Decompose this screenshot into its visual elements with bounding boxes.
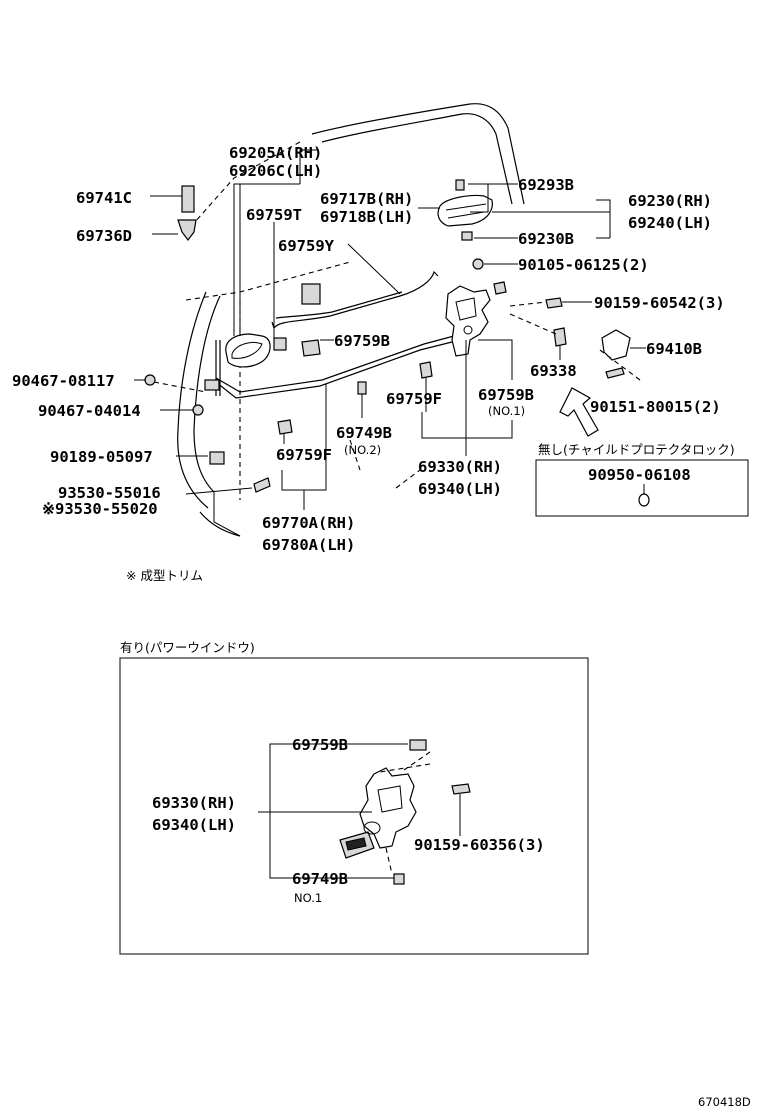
label-69338: 69338 (530, 362, 577, 380)
screw-90151 (605, 367, 625, 379)
label-69293B: 69293B (518, 176, 574, 194)
label-69340LH: 69340(LH) (418, 480, 502, 498)
part-69741C (181, 185, 195, 213)
note-molded-trim: ※ 成型トリム (126, 568, 203, 583)
label-69330RH: 69330(RH) (418, 458, 502, 476)
label-pw-69749B: 69749B (292, 870, 348, 888)
label-pw-69330RH: 69330(RH) (152, 794, 236, 812)
power-window-box: 有り(パワーウインドウ) 69759B 69330(RH) 69340(LH) … (119, 640, 589, 955)
label-pw-90159: 90159-60356(3) (414, 836, 545, 854)
label-90467-08117: 90467-08117 (12, 372, 115, 390)
label-69230RH: 69230(RH) (628, 192, 712, 210)
upper-labels: 69205A(RH) 69206C(LH) 69741C 69736D 6975… (12, 144, 725, 583)
label-93530-55016: 93530-55016 (58, 484, 161, 502)
label-pw-69340LH: 69340(LH) (152, 816, 236, 834)
label-93530-55020: ※93530-55020 (42, 500, 158, 518)
child-protector-box: 無し(チャイルドプロテクタロック) 90950-06108 (535, 442, 749, 517)
label-69749B: 69749B (336, 424, 392, 442)
part-69749B (357, 381, 367, 395)
label-69759B-no1: 69759B (478, 386, 534, 404)
label-69240LH: 69240(LH) (628, 214, 712, 232)
label-69736D: 69736D (76, 227, 132, 245)
label-69759F-lower: 69759F (276, 446, 332, 464)
door-outline (177, 103, 525, 537)
plug-90950 (638, 493, 650, 507)
label-69718B: 69718B(LH) (320, 208, 413, 226)
clip-69759Y (301, 283, 321, 305)
clip-90189 (209, 451, 225, 465)
label-90189: 90189-05097 (50, 448, 153, 466)
label-90151: 90151-80015(2) (590, 398, 721, 416)
label-69717B: 69717B(RH) (320, 190, 413, 208)
label-69410B: 69410B (646, 340, 702, 358)
label-pw-no1: NO.1 (294, 891, 322, 905)
label-69205A: 69205A(RH) (229, 144, 322, 162)
label-69759Y: 69759Y (278, 237, 335, 255)
leader-lines (134, 149, 646, 537)
child-protector-arrow (559, 387, 599, 437)
inside-handle (225, 333, 287, 368)
screw-93530 (253, 477, 271, 493)
label-69759B: 69759B (334, 332, 390, 350)
label-69230B: 69230B (518, 230, 574, 248)
figure-id: 670418D (698, 1095, 751, 1109)
label-pw-69759B: 69759B (292, 736, 348, 754)
label-69759T: 69759T (246, 206, 302, 224)
label-no-child-protector: 無し(チャイルドプロテクタロック) (538, 442, 735, 457)
label-90159-60542: 90159-60542(3) (594, 294, 725, 312)
outside-handle (437, 179, 493, 270)
bolt-90467-04014 (192, 404, 204, 416)
label-69770A: 69770A(RH) (262, 514, 355, 532)
label-with-power-window: 有り(パワーウインドウ) (120, 640, 255, 655)
door-lock (445, 281, 563, 357)
clip-69759F-b (277, 419, 293, 435)
label-69780A: 69780A(LH) (262, 536, 355, 554)
label-no2: (NO.2) (344, 443, 381, 457)
part-69410B (601, 329, 631, 361)
part-69736D (177, 219, 197, 241)
label-no1: (NO.1) (488, 404, 525, 418)
label-90105: 90105-06125(2) (518, 256, 649, 274)
label-90950: 90950-06108 (588, 466, 691, 484)
label-69741C: 69741C (76, 189, 132, 207)
label-69206C: 69206C(LH) (229, 162, 322, 180)
part-69338 (553, 327, 567, 347)
control-rods (204, 270, 455, 399)
clip-69759B (301, 339, 321, 357)
label-69759F-upper: 69759F (386, 390, 442, 408)
clip-69759F-a (419, 361, 433, 379)
label-90467-04014: 90467-04014 (38, 402, 141, 420)
bolt-90467-08117 (144, 374, 156, 386)
